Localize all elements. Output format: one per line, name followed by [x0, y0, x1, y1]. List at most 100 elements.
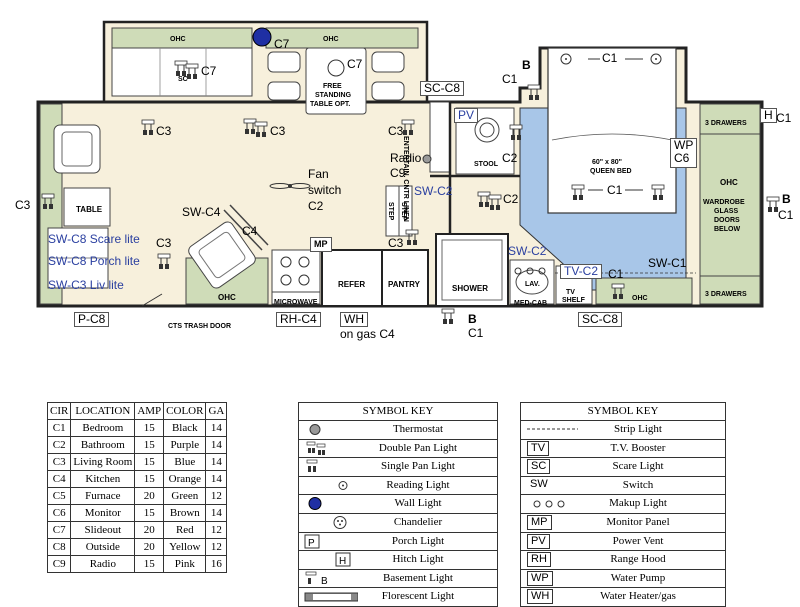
- room-label-pantry: PANTRY: [388, 280, 420, 289]
- table-cell: 14: [205, 419, 228, 437]
- symbol-key-label: Single Pan Light: [381, 460, 455, 473]
- room-label-med-cab: MED-CAB: [514, 300, 548, 307]
- symbol-code: PV: [527, 533, 550, 549]
- symbol-key-row: SW Switch: [521, 475, 725, 495]
- svg-text:P: P: [308, 538, 315, 549]
- symbol-key-row: Florescent Light: [299, 587, 497, 606]
- table-cell: C1: [46, 419, 72, 437]
- circuit-label: C1: [607, 183, 623, 197]
- column-header: LOCATION: [70, 402, 136, 420]
- symbol-key-row: Thermostat: [299, 420, 497, 439]
- room-label-doors: DOORS: [714, 217, 740, 224]
- room-label-queen-bed: QUEEN BED: [590, 168, 632, 175]
- slideout-cabinets: [111, 27, 419, 115]
- room-label-glass: GLASS: [714, 208, 739, 215]
- thermostat-icon: [422, 154, 432, 164]
- symbol-code: TV: [527, 440, 550, 456]
- table-cell: 20: [134, 487, 165, 505]
- table-cell: C6: [46, 504, 72, 522]
- table-cell: Green: [163, 487, 207, 505]
- room-label-ohc: OHC: [323, 36, 339, 43]
- symbol-key-label: Hitch Light: [392, 553, 444, 566]
- power-vent-label: PV: [454, 108, 479, 123]
- room-label-wardrobe: WARDROBE: [703, 199, 745, 206]
- circuit-label: C7: [201, 64, 217, 78]
- room-label-tv: TV: [566, 289, 575, 296]
- range-hood-label: RH-C4: [276, 312, 321, 327]
- symbol-key-title: SYMBOL KEY: [587, 405, 659, 417]
- circuit-label: C7: [274, 37, 290, 51]
- wall-light-icon: [252, 27, 272, 47]
- symbol-key-row: Strip Light: [521, 420, 725, 439]
- table-cell: Black: [163, 419, 207, 437]
- light-fixtures: [41, 27, 780, 325]
- circuit-label: C7: [347, 57, 363, 71]
- porch-light-label: P-C8: [74, 312, 110, 327]
- table-cell: 14: [205, 504, 228, 522]
- symbol-code: MP: [527, 514, 552, 530]
- room-label-3-drawers: 3 DRAWERS: [705, 120, 747, 127]
- table-cell: 12: [205, 487, 228, 505]
- symbol-key-label: Scare Light: [612, 460, 664, 473]
- switch-label-scare: SW-C8 Scare lite: [48, 232, 140, 246]
- circuit-label: C3: [270, 124, 286, 138]
- circuit-label: C9: [390, 166, 406, 180]
- table-cell: 20: [134, 538, 165, 556]
- table-cell: 16: [205, 555, 228, 573]
- circuit-label: C3: [388, 124, 404, 138]
- room-label-3-drawers: 3 DRAWERS: [705, 291, 747, 298]
- symbol-key-label: Basement Light: [383, 571, 453, 584]
- symbol-key-row: Reading Light: [299, 475, 497, 495]
- symbol-key-label: Range Hood: [610, 553, 666, 566]
- hitch-light-label: H: [760, 108, 777, 123]
- table-cell: Living Room: [70, 453, 136, 471]
- symbol-key-label: Water Pump: [610, 571, 666, 584]
- floor-plan-diagram: [36, 20, 780, 325]
- circuit-label: C1: [776, 111, 792, 125]
- symbol-key-row: PV Power Vent: [521, 531, 725, 551]
- room-label-table: TABLE: [76, 205, 103, 214]
- room-label-free: FREE: [323, 83, 342, 90]
- circuit-label: C1: [778, 208, 794, 222]
- circuit-label: C3: [15, 198, 31, 212]
- table-cell: Orange: [163, 470, 207, 488]
- switch-label: SW-C4: [182, 205, 221, 219]
- room-label-standing: STANDING: [315, 92, 352, 99]
- column-header: GA: [205, 402, 228, 420]
- svg-text:H: H: [339, 556, 346, 567]
- symbol-key-label: Power Vent: [612, 534, 664, 547]
- table-cell: Bathroom: [70, 436, 136, 454]
- room-label-sc: SC: [178, 76, 188, 83]
- table-cell: 15: [134, 555, 165, 573]
- symbol-key-label: Switch: [622, 478, 654, 491]
- table-cell: 15: [134, 419, 165, 437]
- symbol-key-row: Single Pan Light: [299, 457, 497, 476]
- symbol-key-label: Chandelier: [393, 515, 443, 528]
- circuit-label: C3: [388, 236, 404, 250]
- symbol-key-label: Double Pan Light: [378, 441, 458, 454]
- symbol-code: SW: [530, 477, 548, 490]
- scare-light-label: SC-C8: [420, 81, 465, 96]
- table-cell: 15: [134, 470, 165, 488]
- table-cell: C7: [46, 521, 72, 539]
- table-cell: Furnace: [70, 487, 136, 505]
- table-cell: C9: [46, 555, 72, 573]
- table-cell: Pink: [163, 555, 207, 573]
- room-label-ohc: OHC: [170, 36, 186, 43]
- room-label-bed-size: 60" x 80": [592, 159, 622, 166]
- tv-booster-label: TV-C2: [560, 264, 603, 279]
- switch-label-living: SW-C3 Liv lite: [48, 278, 124, 292]
